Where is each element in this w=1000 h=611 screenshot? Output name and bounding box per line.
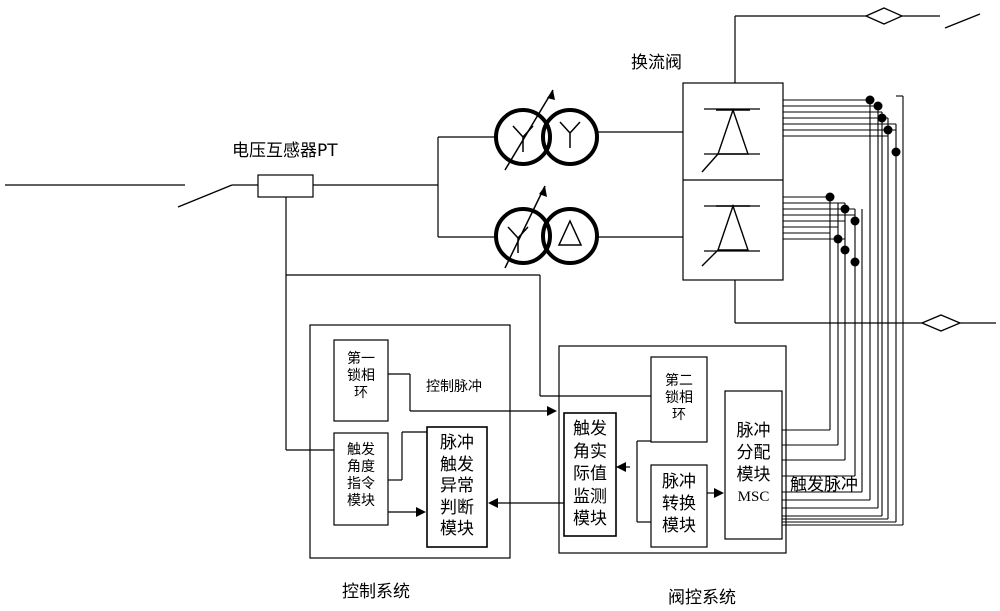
- pt-box: [257, 174, 314, 198]
- control-system-title: 控制系统: [342, 582, 410, 602]
- angle-command-label: 触发角度指令模块: [347, 442, 375, 509]
- pulse-convert-label: 脉冲转换模块: [662, 472, 696, 536]
- transformer-branch-lines: [437, 131, 683, 238]
- angle-monitor-label: 触发角实际值监测模块: [573, 419, 607, 529]
- pll2-label: 第二锁相环: [665, 373, 693, 423]
- msc-box: [724, 390, 783, 540]
- pll1-box: [333, 339, 389, 422]
- control-pulse-line: [388, 373, 557, 416]
- valve-label: 换流阀: [631, 53, 682, 73]
- transformer-y-delta: [494, 185, 599, 269]
- pt-signal-lines: [285, 197, 651, 451]
- trigger-pulse-label: 触发脉冲: [790, 475, 858, 495]
- dc-positive-output: [734, 7, 981, 83]
- pt-label: 电压互感器PT: [232, 141, 338, 161]
- angle-monitor-box: [563, 412, 617, 537]
- pulse-judge-box: [426, 426, 488, 548]
- angle-command-box: [333, 432, 389, 526]
- thyristor-lower: [701, 203, 750, 267]
- valve-control-frame: [558, 345, 787, 554]
- valve-control-system-title: 阀控系统: [668, 588, 736, 608]
- pll1-label: 第一锁相环: [347, 351, 375, 401]
- control-pulse-label: 控制脉冲: [426, 379, 482, 395]
- ac-incoming-line: [5, 184, 438, 208]
- monitor-feedback-line: [488, 498, 564, 508]
- pulse-convert-box: [650, 464, 708, 548]
- transformer-yy: [494, 89, 599, 171]
- trigger-pulse-bundle: [782, 95, 904, 526]
- control-system-frame: [309, 324, 511, 559]
- dc-negative-output: [734, 280, 996, 332]
- angle-command-lines: [388, 431, 427, 517]
- pll2-box: [650, 356, 708, 443]
- thyristor-upper: [701, 107, 750, 173]
- bundle-junction-dots: [825, 95, 901, 267]
- pulse-convert-lines: [616, 440, 724, 523]
- pulse-judge-label: 脉冲触发异常判断模块: [440, 433, 474, 539]
